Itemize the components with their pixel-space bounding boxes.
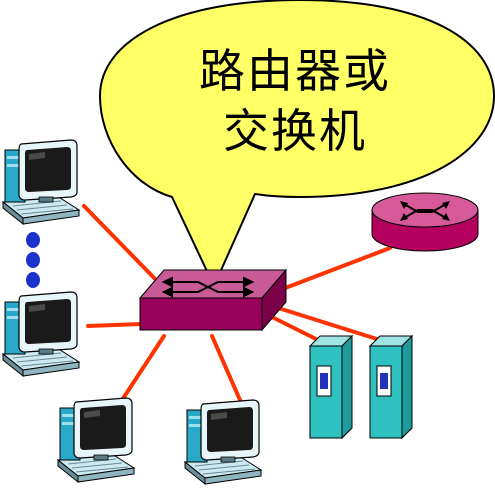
desktop-computer-icon bbox=[2, 291, 80, 377]
switch-icon bbox=[138, 268, 288, 332]
desktop-computer-icon bbox=[2, 139, 80, 225]
link-pc-top bbox=[82, 204, 162, 286]
callout-line-1: 路由器或 bbox=[199, 44, 391, 98]
network-links bbox=[82, 204, 392, 402]
desktop-computer-icon bbox=[184, 399, 262, 485]
desktop-computer-icon bbox=[57, 397, 135, 483]
link-router bbox=[278, 246, 392, 292]
link-server-right bbox=[270, 304, 382, 342]
router-icon bbox=[371, 192, 479, 252]
callout-bubble bbox=[98, 0, 495, 289]
server-tower-icon bbox=[369, 335, 413, 439]
vertical-ellipsis-icon bbox=[26, 232, 40, 288]
callout-line-2: 交换机 bbox=[223, 104, 367, 158]
server-tower-icon bbox=[309, 335, 353, 439]
link-pc-bottom-right bbox=[210, 334, 242, 402]
link-pc-middle bbox=[86, 322, 144, 328]
link-pc-bottom-left bbox=[120, 334, 166, 402]
